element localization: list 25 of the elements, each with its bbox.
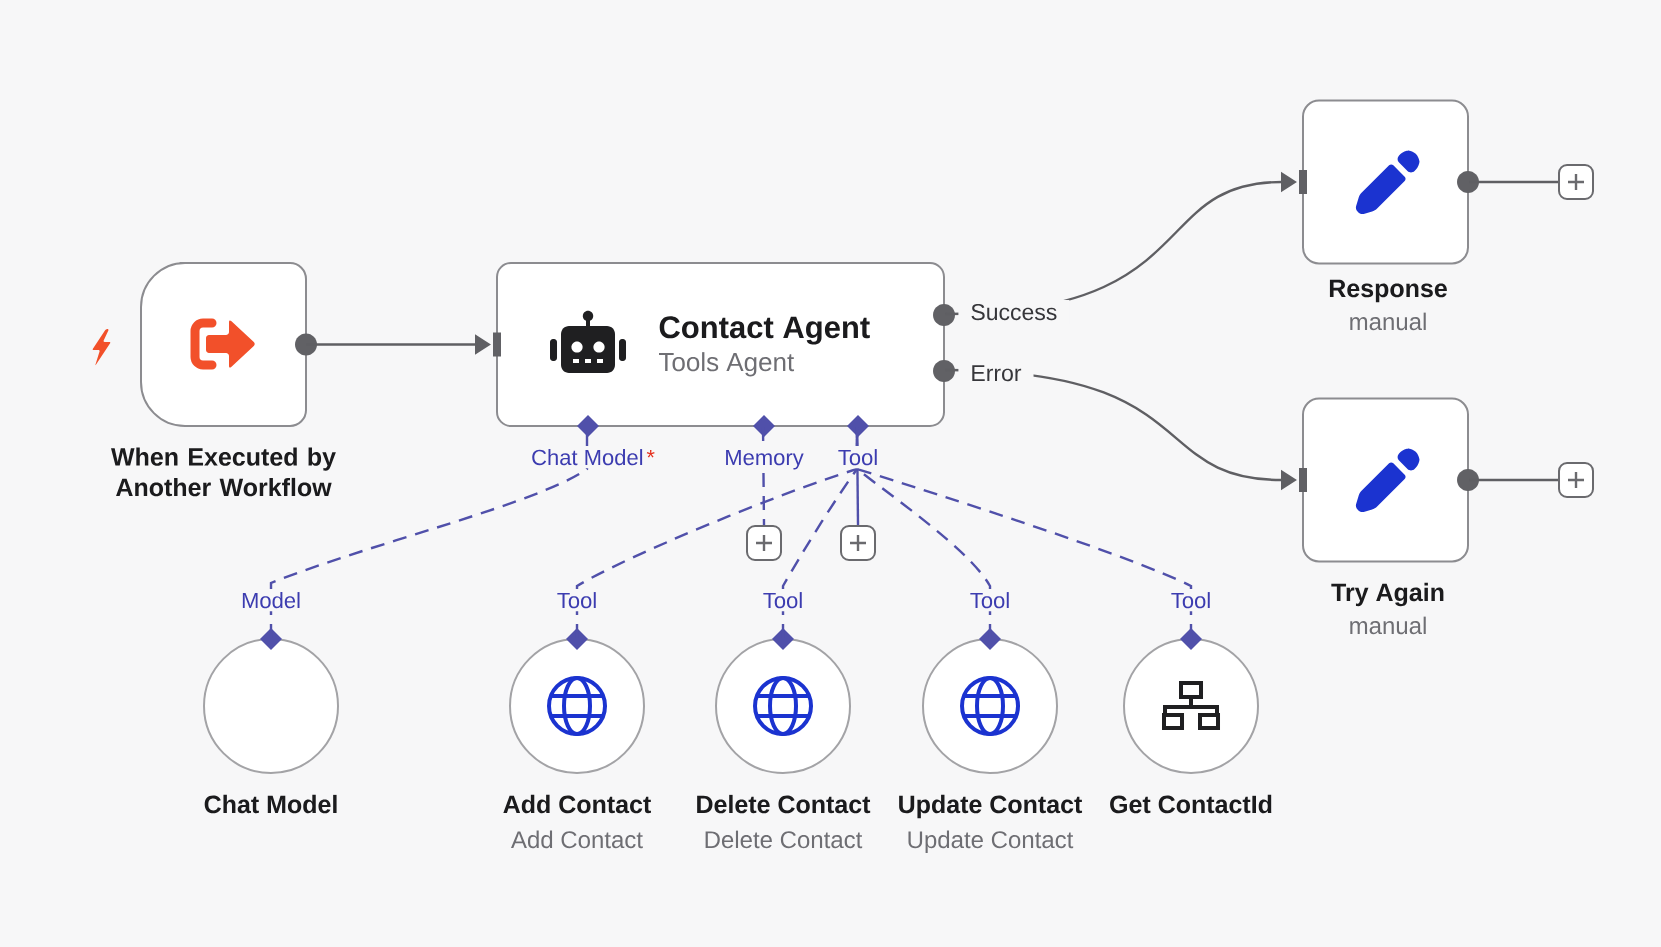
node-title: Delete Contact <box>697 794 871 814</box>
port-label: Model <box>240 589 302 612</box>
agent-box: Contact Agent Tools Agent <box>496 262 945 427</box>
required-mark: * <box>645 446 656 468</box>
port-label: Tool <box>968 589 1012 612</box>
node-subtitle: manual <box>1350 312 1426 331</box>
port-label: Chat Model <box>530 446 645 469</box>
node-subtitle: Update Contact <box>908 830 1074 853</box>
node-title: Response <box>1329 279 1447 303</box>
node-title: Get ContactId <box>1110 794 1272 814</box>
port-label: Tool <box>761 589 805 612</box>
edge-label: Success <box>958 299 1070 325</box>
node-title: When Executed by Another Workflow <box>111 447 336 497</box>
edge-label: Error <box>958 361 1034 386</box>
port-label: Memory <box>723 446 805 473</box>
node-title: Chat Model <box>204 794 337 814</box>
node-subtitle: Add Contact <box>511 830 643 849</box>
node-subtitle: Delete Contact <box>705 830 863 849</box>
node-title: Try Again <box>1331 582 1444 607</box>
port-label: Tool <box>836 446 880 469</box>
node-title: Add Contact <box>503 794 651 814</box>
node-title: Update Contact <box>899 794 1083 819</box>
port-label: Tool <box>1169 589 1213 612</box>
port-label: Tool <box>555 589 599 612</box>
node-subtitle: manual <box>1350 616 1426 635</box>
